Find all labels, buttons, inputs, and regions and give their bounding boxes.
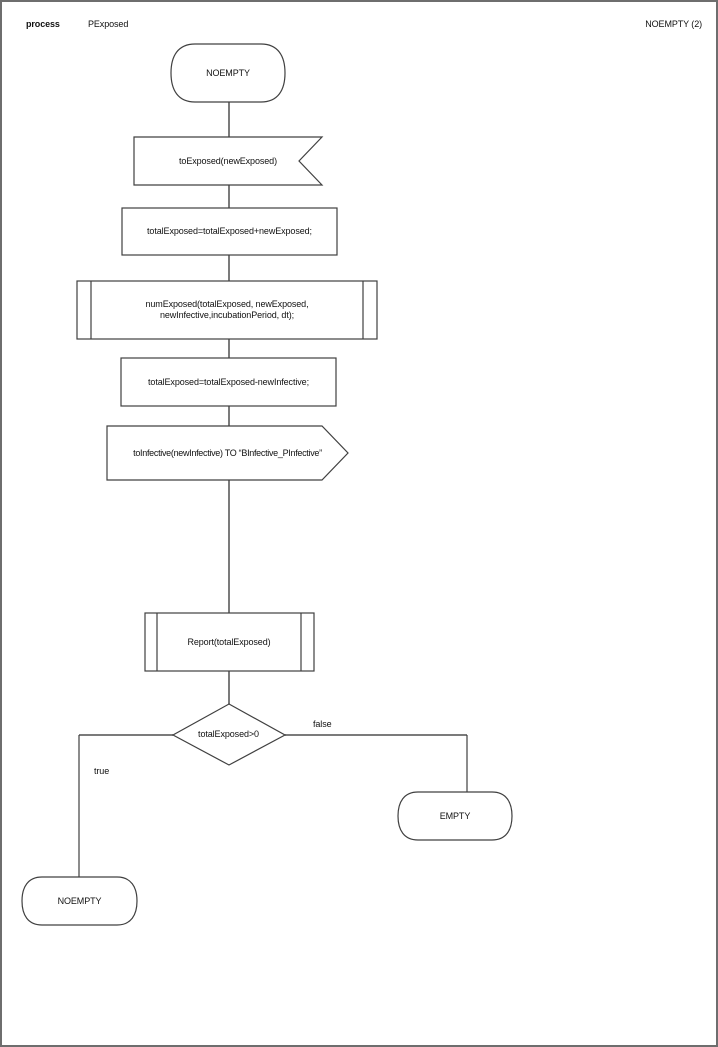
branch-true-label: true: [94, 766, 110, 776]
procedure-symbol-report-sidebars: [156, 613, 302, 671]
noempty-state-label: NOEMPTY: [57, 895, 102, 906]
procedure-num-exposed-line2: newInfective,incubationPeriod, dt);: [159, 310, 295, 320]
header-process-name: PExposed: [88, 19, 129, 29]
output-signal-label: toInfective(newInfective) TO “BInfective…: [133, 447, 322, 458]
assign-sub-label: totalExposed=totalExposed-newInfective;: [148, 376, 309, 387]
header-kind-label: process: [26, 19, 60, 29]
procedure-num-exposed-line1: numExposed(totalExposed, newExposed,: [145, 299, 309, 309]
header-page-label: NOEMPTY (2): [645, 19, 702, 29]
procedure-symbol-num-exposed: [76, 280, 378, 340]
decision-label: totalExposed>0: [198, 729, 259, 739]
start-state-label: NOEMPTY: [206, 67, 250, 78]
task-symbol-assign-sub: [120, 357, 337, 407]
decision-symbol: [171, 703, 287, 766]
input-signal-label: toExposed(newExposed): [179, 155, 277, 166]
procedure-symbol-report: [144, 612, 315, 672]
procedure-num-exposed-label: numExposed(totalExposed, newExposed, new…: [91, 281, 363, 339]
assign-add-label: totalExposed=totalExposed+newExposed;: [147, 226, 312, 236]
task-symbol-assign-add: [121, 207, 338, 256]
empty-state-label: EMPTY: [439, 810, 471, 821]
state-symbol-empty: [397, 791, 513, 841]
branch-false-label: false: [313, 719, 332, 729]
state-symbol-noempty-end: [21, 876, 138, 926]
procedure-symbol-num-exposed-sidebars: [90, 281, 364, 339]
procedure-report-label: Report(totalExposed): [187, 636, 271, 647]
output-signal-symbol: [106, 425, 349, 481]
state-symbol-start-noempty: [170, 43, 286, 103]
input-signal-symbol: [133, 136, 324, 186]
